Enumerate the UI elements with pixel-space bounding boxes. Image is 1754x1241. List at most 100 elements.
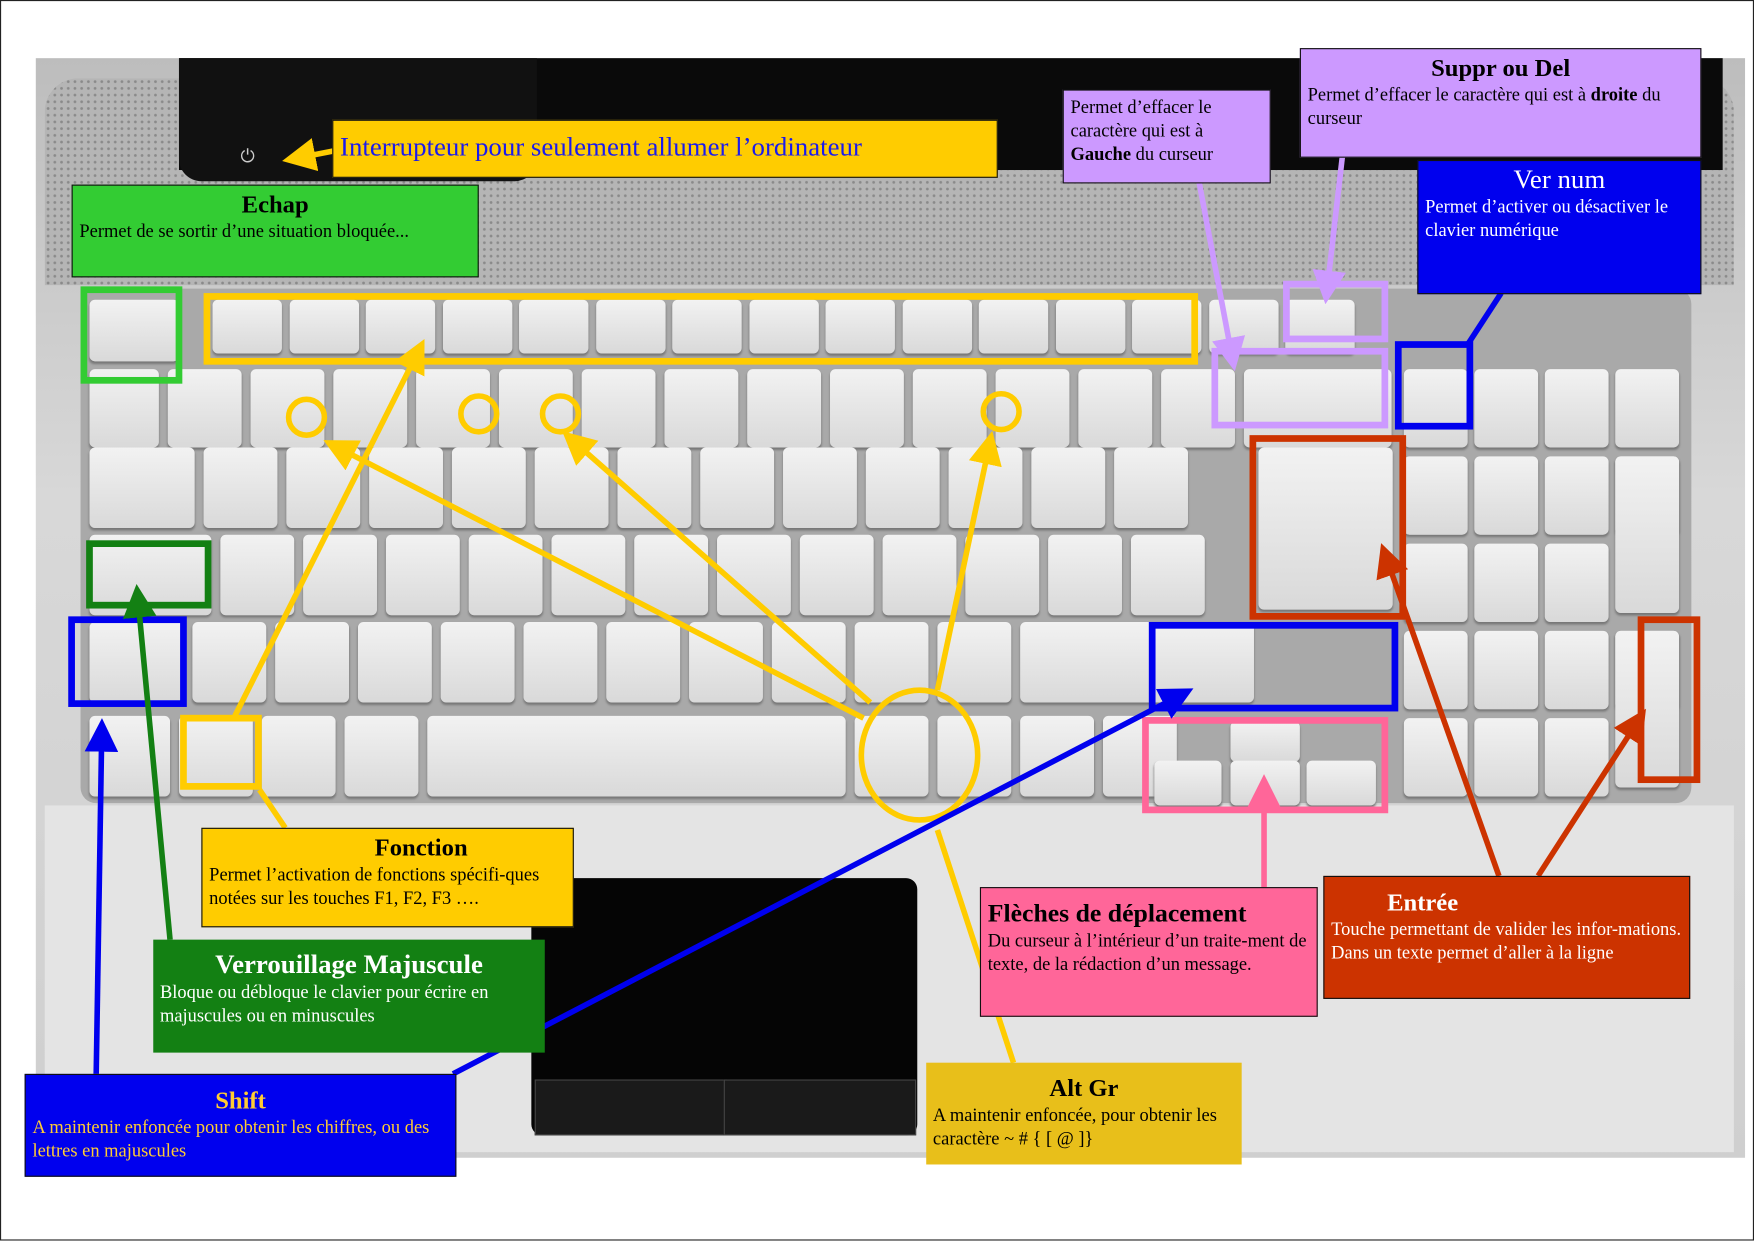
suppr-text-end: du curseur — [1307, 83, 1661, 129]
keyboard-key — [865, 447, 940, 528]
keyboard-key — [664, 369, 739, 448]
power-icon: ⏻ — [240, 145, 255, 167]
keyboard-key — [1243, 369, 1392, 448]
enter-title: Entrée — [1387, 888, 1459, 917]
vernum-title: Ver num — [1513, 165, 1606, 195]
fonction-title: Fonction — [374, 833, 468, 862]
keyboard-key — [1474, 630, 1539, 710]
keyboard-key — [995, 369, 1070, 448]
keyboard-key — [1161, 369, 1235, 448]
keyboard-key — [825, 299, 895, 354]
keyboard-key — [799, 534, 874, 616]
keyboard-key — [830, 369, 904, 448]
suppr-bold: droite — [1590, 83, 1638, 106]
keyboard-key — [672, 299, 742, 354]
keyboard-key — [1020, 715, 1095, 797]
fn-key-highlight — [180, 714, 262, 790]
keyboard-key — [289, 299, 359, 354]
keyboard-key — [427, 715, 846, 797]
right-shift-highlight — [1148, 621, 1399, 712]
left-shift-highlight — [68, 616, 187, 707]
keyboard-key — [1615, 369, 1680, 448]
echap-key-highlight — [80, 286, 183, 384]
tilde-circle — [285, 396, 328, 438]
keyboard-key — [89, 621, 184, 703]
keyboard-key — [212, 299, 282, 354]
keyboard-key — [261, 715, 336, 797]
keyboard-key — [1055, 299, 1125, 354]
touchpad-left-button — [534, 1079, 728, 1136]
capslock-title: Verrouillage Majuscule — [215, 950, 483, 980]
keyboard-key — [748, 299, 819, 354]
vernum-key-highlight — [1394, 341, 1474, 430]
arrows-text: Du curseur à l’intérieur d’un traite-men… — [987, 929, 1307, 975]
keyboard-key — [965, 534, 1040, 616]
function-keys-highlight — [203, 293, 1199, 365]
fonction-text: Permet l’activation de fonctions spécifi… — [209, 863, 540, 909]
keyboard-key — [344, 715, 419, 797]
echap-title: Echap — [241, 190, 309, 219]
keyboard-key — [442, 299, 512, 354]
keyboard-key — [1306, 760, 1376, 806]
keyboard-key — [1020, 621, 1254, 703]
vernum-callout: Ver num Permet d’activer ou désactiver l… — [1417, 159, 1702, 295]
keyboard-key — [1130, 534, 1205, 616]
enter-key-highlight — [1249, 435, 1407, 620]
keyboard-key — [440, 621, 515, 703]
keyboard-key — [700, 447, 775, 528]
backspace-text: Permet d’effacer le caractère qui est à — [1070, 96, 1212, 141]
keyboard-key — [1114, 447, 1188, 528]
enter-text-2: Dans un texte permet d’aller à la ligne — [1331, 941, 1614, 964]
arrows-title: Flèches de déplacement — [987, 899, 1247, 928]
keyboard-key — [1230, 721, 1300, 762]
keyboard-key — [1474, 543, 1539, 622]
bracket-circle — [539, 393, 582, 435]
keyboard-key — [1474, 369, 1539, 448]
capslock-callout: Verrouillage Majuscule Bloque ou débloqu… — [153, 939, 545, 1053]
keyboard-key — [385, 534, 460, 616]
touchpad-right-button — [723, 1079, 917, 1136]
keyboard-key — [275, 621, 350, 703]
enter-callout: Entrée Touche permettant de valider les … — [1323, 875, 1691, 999]
numpad-enter-highlight — [1637, 616, 1701, 784]
keyboard-key — [902, 299, 972, 354]
backspace-bold: Gauche — [1070, 143, 1132, 165]
backspace-callout: Permet d’effacer le caractère qui est à … — [1062, 89, 1271, 184]
keyboard-key — [369, 447, 443, 528]
suppr-title: Suppr ou Del — [1431, 53, 1571, 82]
shift-title: Shift — [215, 1086, 266, 1115]
brace-circle — [458, 393, 500, 435]
keyboard-key — [519, 299, 589, 354]
keyboard-key — [783, 447, 857, 528]
keyboard-key — [220, 534, 295, 616]
altgr-callout: Alt Gr A maintenir enfoncée, pour obteni… — [926, 1062, 1242, 1165]
keyboard — [80, 288, 1692, 806]
keyboard-key — [1544, 630, 1609, 710]
keyboard-key — [1403, 369, 1468, 448]
keyboard-key — [747, 369, 822, 448]
keyboard-key — [1258, 447, 1393, 610]
keyboard-key — [1078, 369, 1153, 448]
backspace-text-end: du curseur — [1131, 143, 1214, 165]
keyboard-key — [1544, 369, 1609, 448]
keyboard-key — [1474, 718, 1539, 797]
keyboard-key — [1403, 543, 1468, 622]
keyboard-key — [357, 621, 432, 703]
suppr-text: Permet d’effacer le caractère qui est à — [1307, 83, 1591, 106]
keyboard-key — [882, 534, 957, 616]
keyboard-key — [89, 299, 179, 362]
fonction-callout: Fonction Permet l’activation de fonction… — [201, 827, 574, 928]
backspace-key-highlight — [1211, 347, 1389, 429]
keyboard-key — [606, 621, 681, 703]
keyboard-key — [1031, 447, 1106, 528]
keyboard-key — [1132, 299, 1202, 354]
keyboard-key — [1154, 760, 1222, 806]
echap-text: Permet de se sortir d’une situation bloq… — [79, 220, 410, 242]
enter-text-1: Touche permettant de valider les infor-m… — [1331, 918, 1682, 940]
keyboard-key — [1474, 456, 1539, 535]
altgr-circle — [858, 687, 981, 823]
echap-callout: Echap Permet de se sortir d’une situatio… — [71, 184, 479, 278]
suppr-callout: Suppr ou Del Permet d’effacer le caractè… — [1299, 48, 1702, 158]
